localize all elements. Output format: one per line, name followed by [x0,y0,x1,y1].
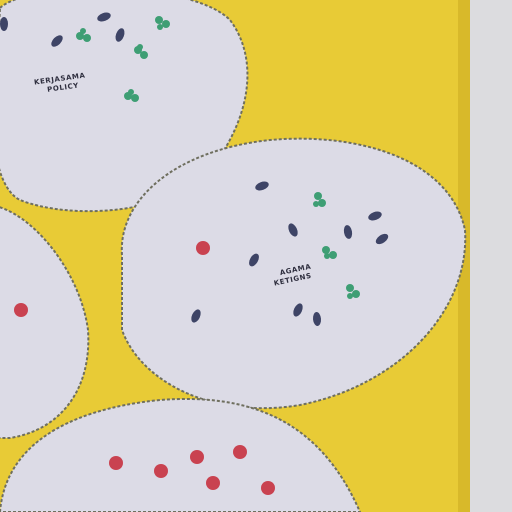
red-dot [233,445,247,459]
green-mark [313,192,326,207]
green-mark [155,16,170,30]
red-dot [190,450,204,464]
top-left-oval: KERJASAMA POLICY [0,0,249,213]
navy-dot [115,28,125,42]
red-dot [154,464,168,478]
navy-dot [0,17,8,31]
navy-dot [293,303,303,317]
navy-dot [312,312,322,326]
red-dot [196,241,210,255]
oval-shape [0,206,90,439]
navy-dot [249,253,259,267]
red-dot [109,456,123,470]
green-mark [346,284,360,299]
red-dot [206,476,220,490]
green-mark [124,89,139,102]
left-edge-oval [0,206,90,439]
oval-shape [0,0,249,213]
navy-dot [97,12,111,22]
navy-dot [191,309,201,323]
red-dot [14,303,28,317]
bottom-oval [0,397,362,512]
navy-dot [375,233,389,245]
navy-dot [255,181,269,191]
wall [470,0,512,512]
green-mark [322,246,337,259]
navy-dot [51,35,63,47]
green-mark [134,44,148,59]
red-dot [261,481,275,495]
navy-dot [288,223,298,237]
green-mark [76,28,91,42]
navy-dot [368,211,382,221]
navy-dot [343,225,353,239]
